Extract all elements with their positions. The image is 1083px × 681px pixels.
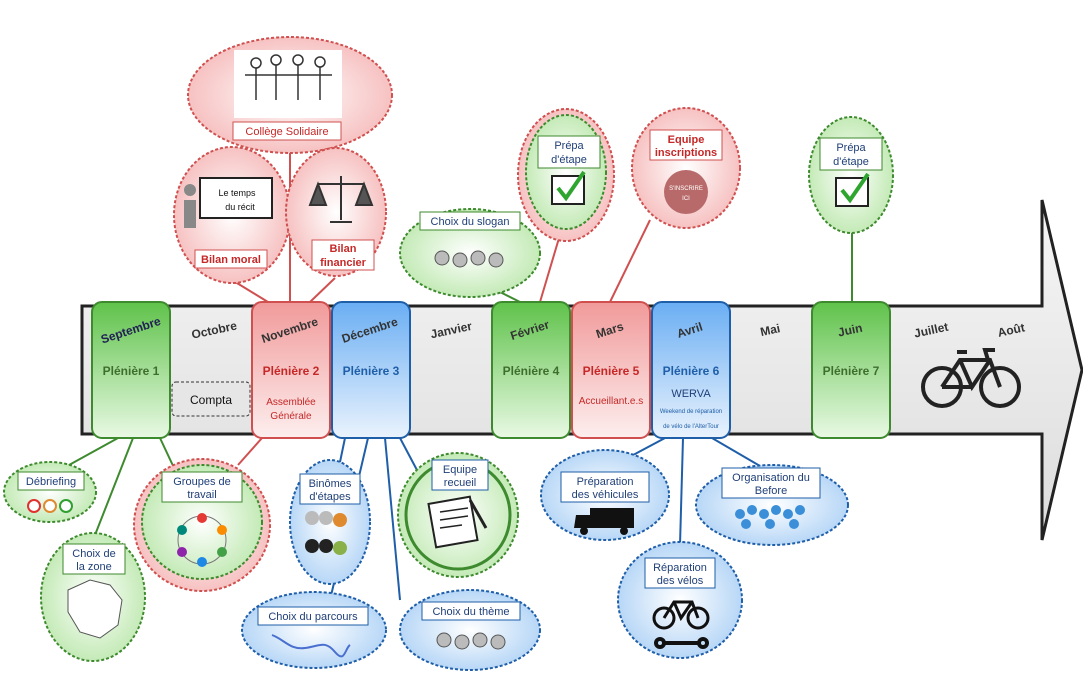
rep-velos-line1: Réparation <box>653 562 707 574</box>
team-circle-icon <box>177 513 227 567</box>
ag-line2: Générale <box>270 411 312 422</box>
prep-veh-line2: des véhicules <box>572 489 639 501</box>
pleniere-2-label: Plénière 2 <box>263 364 320 378</box>
organisation-before-bubble: Organisation du Before <box>695 464 849 546</box>
board-line1: Le temps <box>218 188 256 198</box>
checkmark-icon <box>835 172 870 207</box>
groupes-line2: travail <box>187 489 216 501</box>
people-icon <box>234 50 342 118</box>
checkmark-icon <box>551 170 586 205</box>
notepad-icon <box>427 495 488 549</box>
month-mai: Mai <box>759 321 781 339</box>
college-solidaire-bubble: Collège Solidaire <box>187 36 393 154</box>
balance-scale-icon <box>308 176 374 223</box>
pleniere-6-label: Plénière 6 <box>663 364 720 378</box>
prepa-jun-line2: d'étape <box>833 156 869 168</box>
france-map-icon <box>67 579 123 639</box>
month-aout: Août <box>996 320 1026 339</box>
pleniere-4-label: Plénière 4 <box>503 364 560 378</box>
bicycle-icon <box>652 600 710 630</box>
groupes-travail-bubble: Groupes de travail <box>133 458 271 592</box>
pleniere-2-card: Novembre Plénière 2 Assemblée Générale <box>251 301 331 439</box>
equipe-inscriptions-bubble: Equipe inscriptions S'INSCRIRE ICI <box>631 107 741 229</box>
bilan-moral-label: Bilan moral <box>201 254 261 266</box>
route-map-icon <box>271 634 351 658</box>
prep-veh-line1: Préparation <box>577 476 634 488</box>
pleniere-7-card: Juin Plénière 7 <box>811 301 891 439</box>
equipe-rec-line2: recueil <box>444 477 476 489</box>
choix-zone-line2: la zone <box>76 561 111 573</box>
college-label: Collège Solidaire <box>245 126 328 138</box>
ag-line1: Assemblée <box>266 397 316 408</box>
werva-label: WERVA <box>671 388 711 400</box>
pleniere-5-card: Mars Plénière 5 Accueillant.e.s <box>571 301 651 439</box>
prepa-feb-line1: Prépa <box>554 140 584 152</box>
choix-parcours-bubble: Choix du parcours <box>241 591 387 669</box>
slogan-label: Choix du slogan <box>431 216 510 228</box>
org-before-line2: Before <box>755 485 787 497</box>
compta-label: Compta <box>190 393 232 407</box>
figures-icon <box>305 511 347 555</box>
equipe-insc-line1: Equipe <box>668 134 705 146</box>
werva-desc2: de vélo de l'AlterTour <box>663 424 719 430</box>
prepa-etape-feb-bubble: Prépa d'étape <box>517 108 615 242</box>
equipe-rec-line1: Equipe <box>443 464 477 476</box>
bilan-fin-line1: Bilan <box>330 243 357 255</box>
pleniere-6-card: Avril Plénière 6 WERVA Weekend de répara… <box>651 301 731 439</box>
inscrire-button[interactable] <box>664 170 708 214</box>
prepa-etape-jun-bubble: Prépa d'étape <box>808 116 894 234</box>
prepa-jun-line1: Prépa <box>836 142 866 154</box>
pleniere-5-label: Plénière 5 <box>583 364 640 378</box>
werva-desc1: Weekend de réparation <box>660 409 722 415</box>
groupes-line1: Groupes de <box>173 476 230 488</box>
question-faces-icon <box>434 250 504 268</box>
truck-icon <box>574 508 634 535</box>
month-juin: Juin <box>837 321 864 340</box>
question-faces-icon <box>436 632 506 650</box>
choix-slogan-bubble: Choix du slogan <box>399 208 541 298</box>
bilan-fin-line2: financier <box>320 257 367 269</box>
wrench-icon <box>654 637 709 649</box>
pleniere-3-card: Décembre Plénière 3 <box>331 301 411 439</box>
choix-theme-bubble: Choix du thème <box>399 589 541 671</box>
binomes-line1: Binômes <box>309 478 352 490</box>
preparation-vehicules-bubble: Préparation des véhicules <box>540 449 670 541</box>
equipe-insc-line2: inscriptions <box>655 147 717 159</box>
binomes-bubble: Binômes d'étapes <box>289 459 371 585</box>
parcours-label: Choix du parcours <box>268 611 358 623</box>
choix-zone-line1: Choix de <box>72 548 115 560</box>
pleniere-3-label: Plénière 3 <box>343 364 400 378</box>
inscrire-line2: ICI <box>682 196 690 202</box>
theme-label: Choix du thème <box>432 606 509 618</box>
pleniere-7-label: Plénière 7 <box>823 364 880 378</box>
choix-zone-bubble: Choix de la zone <box>40 532 146 662</box>
equipe-recueil-bubble: Equipe recueil <box>397 452 519 578</box>
compta-box <box>171 381 251 417</box>
prepa-feb-line2: d'étape <box>551 154 587 166</box>
gears-icon <box>735 505 805 529</box>
debriefing-bubble: Débriefing <box>3 461 97 523</box>
pleniere-1-card: Septembre Plénière 1 <box>91 301 171 439</box>
bilan-financier-bubble: Bilan financier <box>285 147 387 277</box>
bilan-moral-bubble: Le temps du récit Bilan moral <box>173 146 291 284</box>
reparation-velos-bubble: Réparation des vélos <box>617 541 743 659</box>
teacher-board-icon <box>184 177 273 228</box>
pleniere-1-label: Plénière 1 <box>103 364 160 378</box>
accueil-label: Accueillant.e.s <box>579 396 643 407</box>
binomes-line2: d'étapes <box>309 491 351 503</box>
inscrire-line1: S'INSCRIRE <box>669 186 703 192</box>
rep-velos-line2: des vélos <box>657 575 704 587</box>
board-line2: du récit <box>225 202 255 212</box>
smiley-faces-icon <box>27 499 73 513</box>
debriefing-label: Débriefing <box>26 476 76 488</box>
org-before-line1: Organisation du <box>732 472 810 484</box>
bicycle-icon <box>921 348 1021 408</box>
pleniere-4-card: Février Plénière 4 <box>491 301 571 439</box>
